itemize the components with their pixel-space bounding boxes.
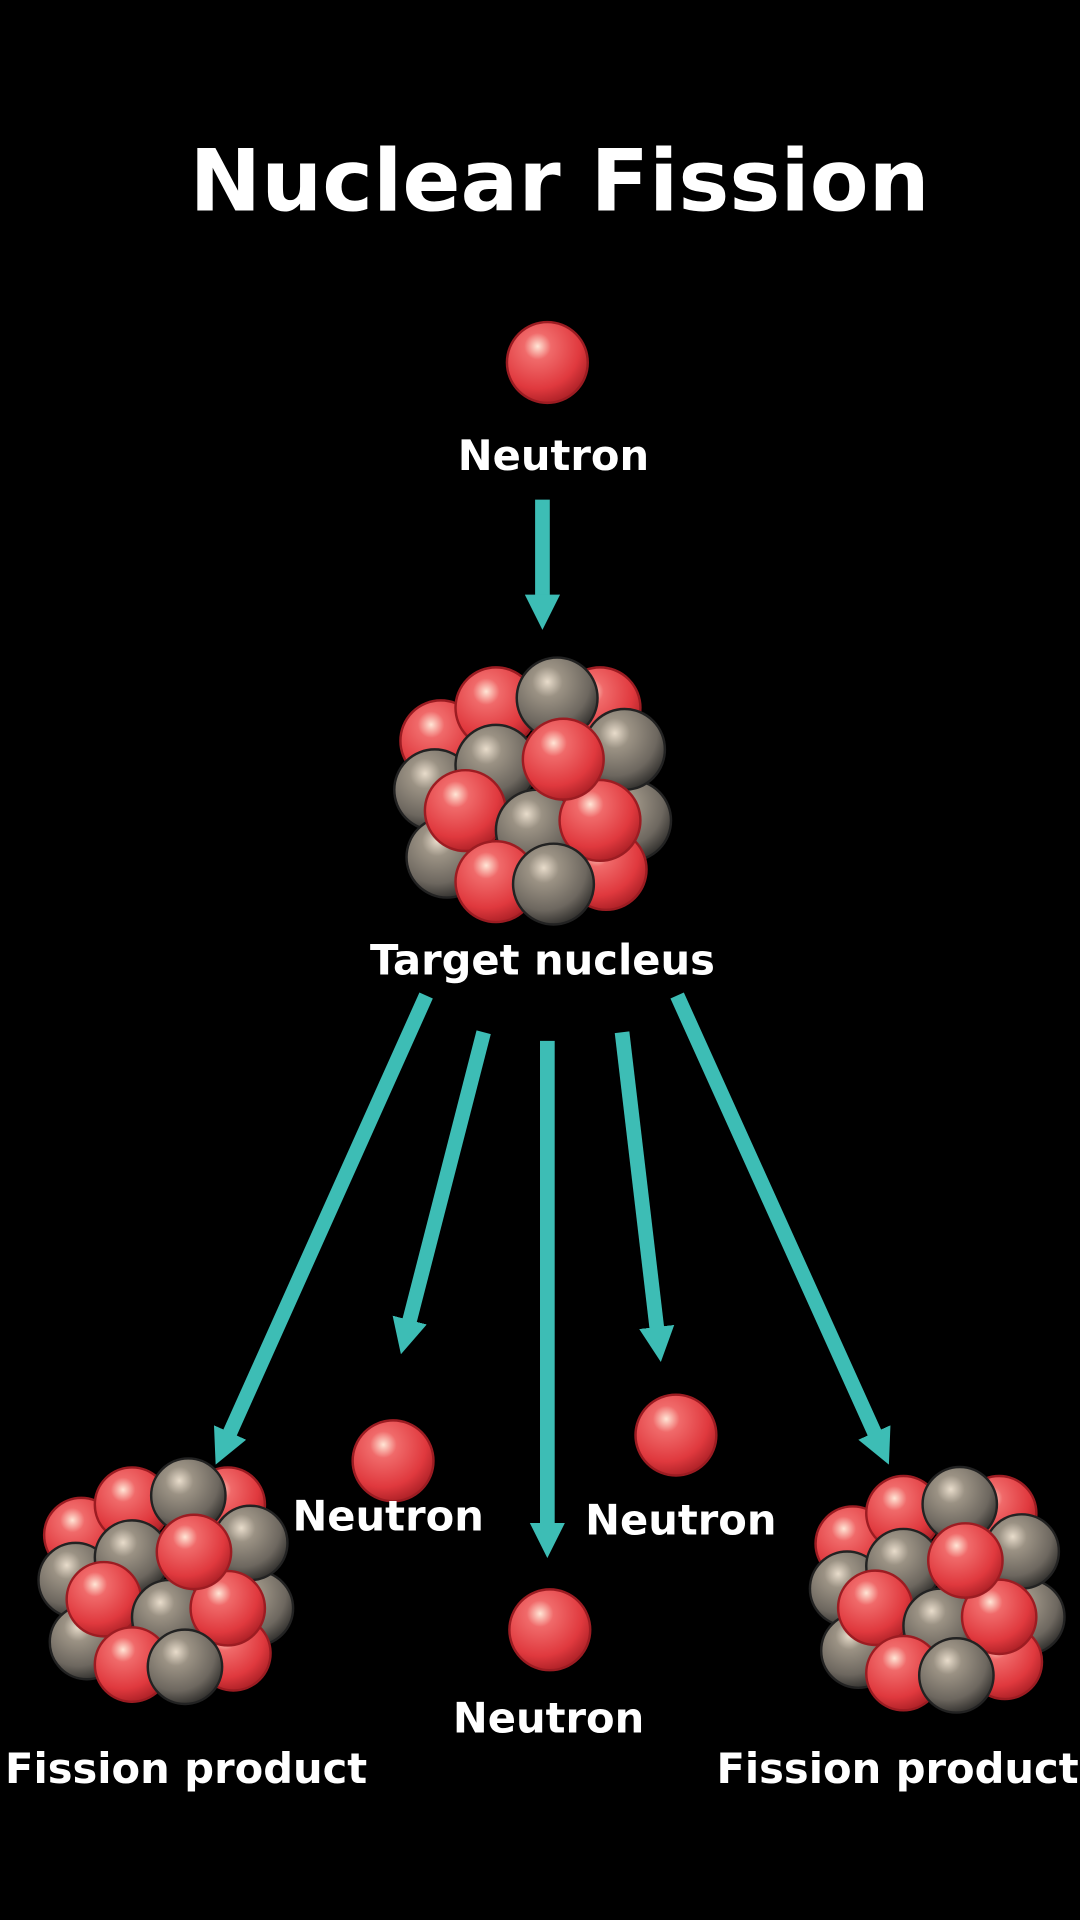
arrow-to-neutron-right bbox=[614, 1031, 675, 1363]
diagram-title: Nuclear Fission bbox=[189, 132, 929, 232]
fission-product-left-particle bbox=[146, 1628, 224, 1706]
target-nucleus-particle bbox=[511, 842, 596, 926]
fission-product-right-particle bbox=[926, 1522, 1004, 1599]
neutron-center-icon bbox=[508, 1588, 592, 1672]
neutron-right-label: Neutron bbox=[585, 1495, 776, 1544]
fission-product-left-particle bbox=[189, 1569, 267, 1647]
target-nucleus-particle bbox=[423, 768, 507, 853]
target-nucleus-particle bbox=[521, 717, 605, 801]
fission-product-right-particle bbox=[917, 1636, 995, 1714]
fission-product-right-particle bbox=[960, 1578, 1038, 1656]
fission-product-left-particle bbox=[65, 1560, 143, 1638]
target-nucleus-label: Target nucleus bbox=[370, 936, 715, 985]
neutron-left-label: Neutron bbox=[292, 1492, 483, 1541]
incoming-neutron-label: Neutron bbox=[458, 431, 649, 480]
neutron-right-icon bbox=[634, 1393, 718, 1477]
fission-product-right-label: Fission product bbox=[716, 1744, 1078, 1793]
neutron-left-icon bbox=[351, 1419, 435, 1503]
fission-product-left-label: Fission product bbox=[5, 1744, 367, 1793]
arrow-to-neutron-left bbox=[392, 1030, 491, 1355]
target-nucleus-particle bbox=[558, 778, 642, 863]
fission-product-left-particle bbox=[155, 1513, 233, 1591]
arrow-to-fission-product-left bbox=[213, 992, 433, 1465]
neutron-center-label: Neutron bbox=[453, 1694, 644, 1743]
incoming-neutron-icon bbox=[505, 320, 589, 405]
arrow-to-fission-product-right bbox=[670, 992, 891, 1465]
fission-product-right-particle bbox=[836, 1569, 914, 1647]
